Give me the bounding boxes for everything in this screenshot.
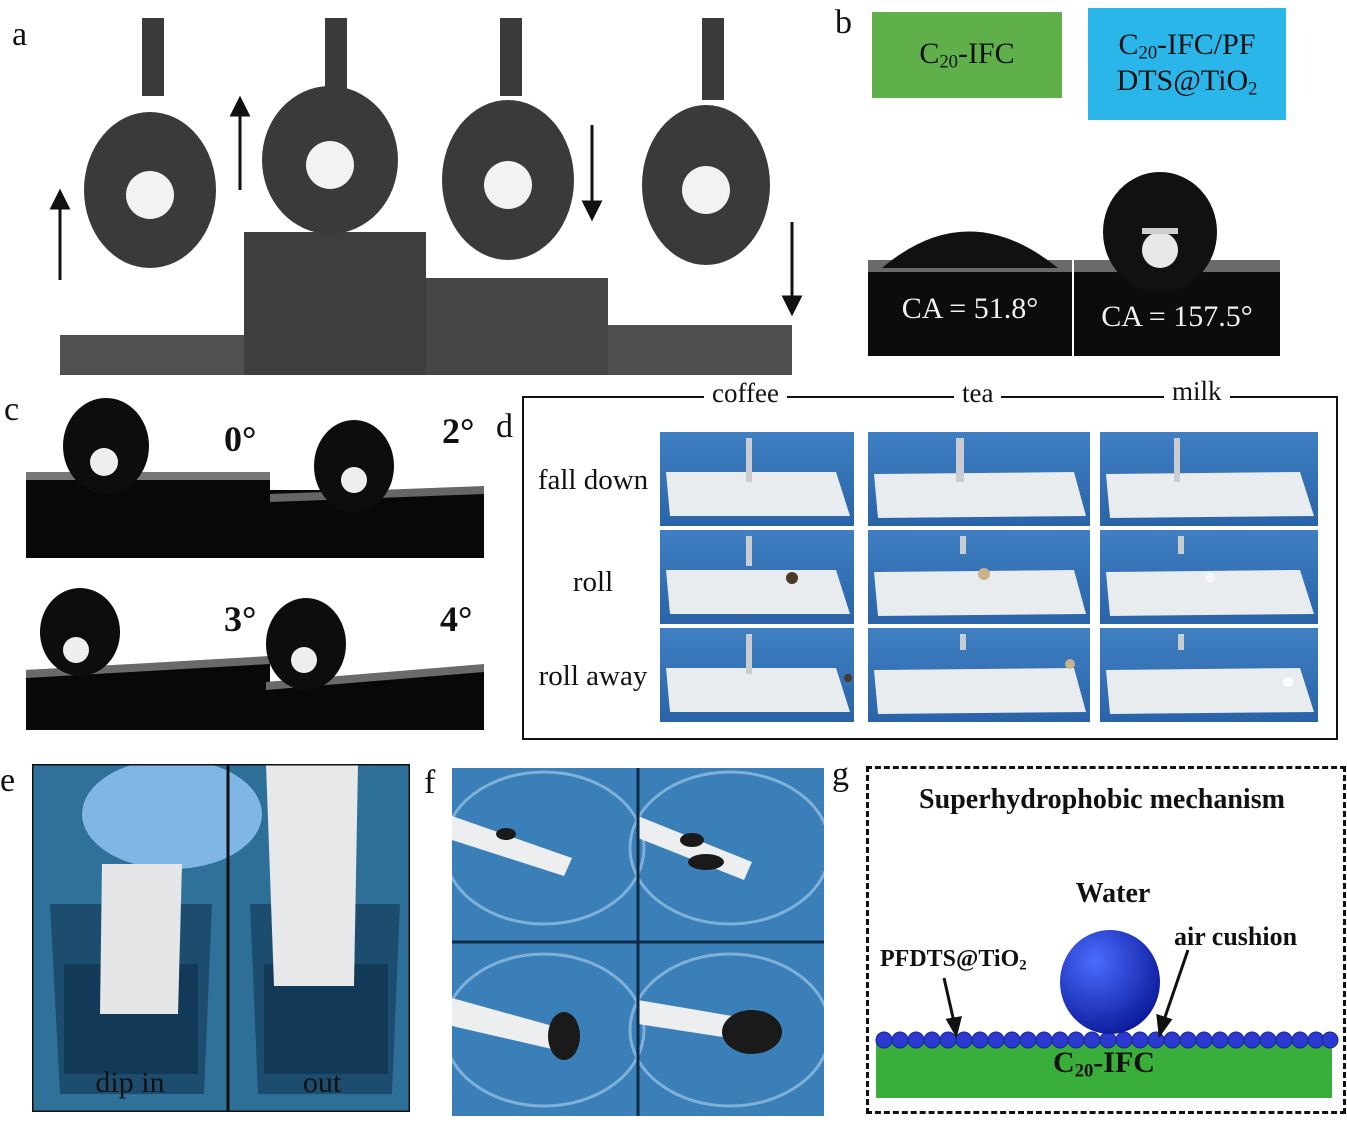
column-header-milk: milk xyxy=(1164,376,1230,407)
panel-a-drop-sequence xyxy=(49,18,803,375)
coating-label-sub: 2 xyxy=(1019,957,1027,974)
oil-absorption-photos xyxy=(452,768,824,1116)
box-right-line1: C20-IFC/PF xyxy=(1119,28,1256,64)
tilt-angle-4: 4° xyxy=(440,599,473,639)
row-label-fall-down: fall down xyxy=(537,464,649,496)
substrate-label-tail: -IFC xyxy=(1093,1046,1155,1079)
mechanism-title: Superhydrophobic mechanism xyxy=(919,784,1285,815)
box-right-l1-sub: 20 xyxy=(1138,42,1158,64)
column-header-tea: tea xyxy=(954,378,1002,409)
panel-b-label: b xyxy=(835,4,852,41)
tilt-angle-0: 0° xyxy=(224,419,257,459)
panel-c-label: c xyxy=(4,391,20,428)
panel-a-label: a xyxy=(12,16,28,53)
contact-angle-photos xyxy=(868,172,1280,356)
caption-out: out xyxy=(302,1066,342,1099)
coated-sample-box: C20-IFC/PF DTS@TiO2 xyxy=(1088,8,1286,120)
box-right-l1-tail: -IFC/PF xyxy=(1157,27,1256,61)
panel-e-label: e xyxy=(0,762,16,799)
c20-ifc-sample-box: C20-IFC xyxy=(872,12,1062,98)
panel-g-frame xyxy=(866,766,1346,1114)
coating-label: PFDTS@TiO2 xyxy=(880,946,1027,975)
panel-d-label: d xyxy=(496,408,513,445)
box-right-l1-pre: C xyxy=(1118,27,1139,61)
coating-label-pre: PFDTS@TiO xyxy=(880,946,1020,972)
caption-dip-in: dip in xyxy=(95,1066,165,1099)
substrate-label-pre: C xyxy=(1053,1046,1075,1079)
box-right-l2-sub: 2 xyxy=(1248,78,1258,100)
tilt-angle-3: 3° xyxy=(224,599,257,639)
box-left-tail: -IFC xyxy=(957,36,1015,70)
panel-d-frame xyxy=(522,396,1338,740)
box-right-line2: DTS@TiO2 xyxy=(1117,64,1258,100)
liquid-drop-photos xyxy=(660,432,1318,722)
box-left-text: C xyxy=(919,36,940,70)
panel-g-label: g xyxy=(832,756,849,793)
air-cushion-label: air cushion xyxy=(1174,922,1298,951)
water-label: Water xyxy=(1075,878,1151,909)
substrate-label-sub: 20 xyxy=(1074,1060,1094,1082)
column-header-coffee: coffee xyxy=(704,378,787,409)
substrate-label: C20-IFC xyxy=(876,1046,1332,1083)
ca-right-value: CA = 157.5° xyxy=(1101,300,1253,333)
dip-test-photos xyxy=(32,764,410,1112)
box-right-l2-pre: DTS@TiO xyxy=(1116,64,1249,97)
row-label-roll-away: roll away xyxy=(538,660,648,692)
ca-left-value: CA = 51.8° xyxy=(901,292,1039,325)
box-left-sub: 20 xyxy=(939,51,958,73)
tilt-angle-2: 2° xyxy=(442,411,475,451)
panel-f-label: f xyxy=(424,764,436,801)
row-label-roll: roll xyxy=(572,566,614,598)
tilt-angle-photos xyxy=(26,398,484,730)
mechanism-diagram xyxy=(875,930,1339,1098)
